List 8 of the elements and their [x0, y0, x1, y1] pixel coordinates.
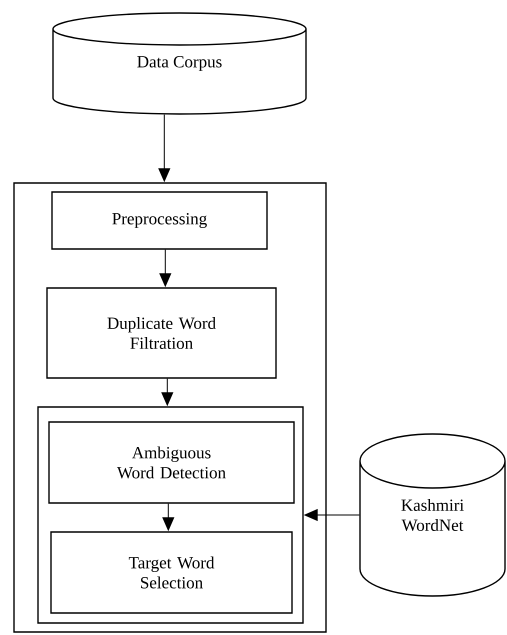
process-box: Ambiguous Word Detection — [48, 421, 295, 504]
group-box — [37, 406, 304, 624]
database-cylinder: Data Corpus — [52, 12, 307, 115]
process-box: Target Word Selection — [50, 531, 293, 614]
process-box: Preprocessing — [51, 191, 268, 250]
process-box: Duplicate Word Filtration — [46, 287, 277, 379]
container-box — [13, 182, 327, 633]
database-cylinder: Kashmiri WordNet — [359, 433, 506, 597]
